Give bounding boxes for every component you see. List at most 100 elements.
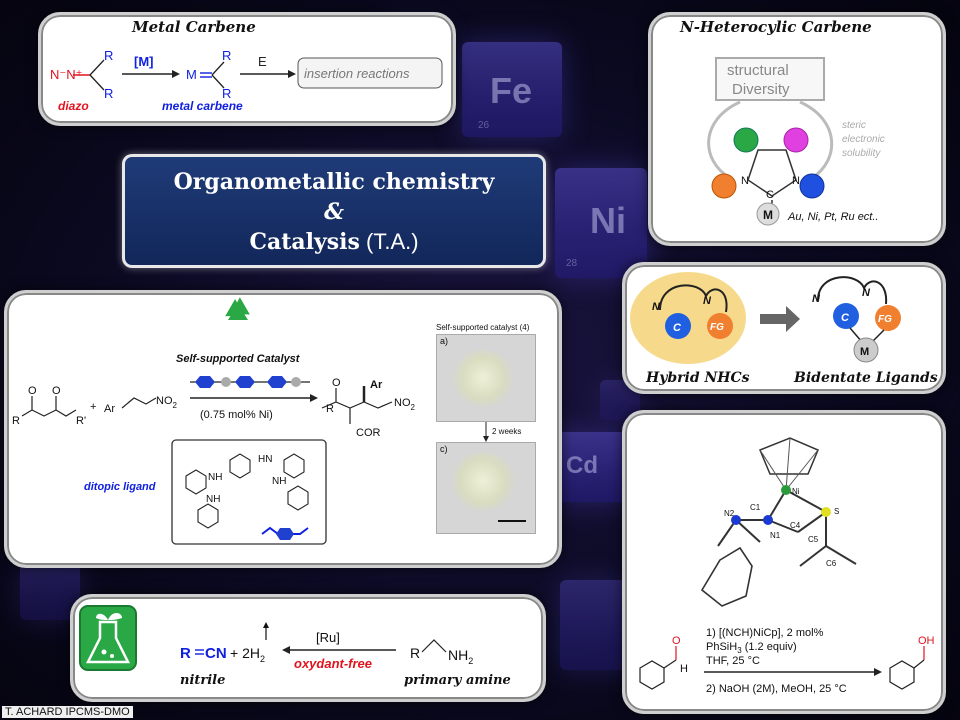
hybrid-n-2: N [703,295,712,307]
reactant-plus: + [90,401,96,413]
product-o: O [332,377,341,389]
diketone-o-2: O [52,385,61,397]
product-no2: NO2 [394,397,416,412]
nhc-steric: steric [842,120,866,131]
structural-line-2: Diversity [732,81,790,98]
nitrile-label: nitrile [180,673,225,688]
title-line-1: Organometallic chemistry [173,169,495,195]
bidentate-c-label: C [841,312,850,324]
aldehyde-h: H [680,663,688,675]
step-1c: THF, 25 °C [706,655,760,667]
bg-tile-deco-2 [560,580,630,670]
substituent-blue [799,173,825,199]
photo-c-powder [450,452,516,510]
atom-n1 [763,515,773,525]
bg-tile-ni [555,168,647,278]
bg-symbol-fe: Fe [490,70,533,111]
aldehyde-o: O [672,635,681,647]
step-1a: 1) [(NCH)NiCp], 2 mol% [706,627,824,639]
atom-n2 [731,515,741,525]
hybrid-fg [707,313,733,339]
photo-a-label: a) [440,336,449,346]
ditopic-label: ditopic ligand [84,481,156,493]
substituent-green [733,127,759,153]
amine-r: R [410,645,420,661]
hybrid-c-label: C [673,322,682,334]
substituent-orange [711,173,737,199]
diketone-o-1: O [28,385,37,397]
metal-carbene-header: Metal Carbene [132,18,256,36]
diketone-r: R [12,415,20,427]
bg-number-ni: 28 [566,258,578,269]
green-flask-icon [79,605,137,671]
photo-title: Self-supported catalyst (4) [436,323,530,332]
step-1b: PhSiH3 (1.2 equiv) [706,641,797,655]
atom-label-c1: C1 [750,503,761,512]
photo-time: 2 weeks [492,427,521,436]
bg-symbol-ni: Ni [590,200,626,241]
atom-s [821,507,831,517]
bg-symbol-cd: Cd [566,452,598,479]
title-suffix: (T.A.) [359,229,419,254]
diazo-r-top: R [104,48,113,63]
nhc-metal [756,202,780,226]
hybrid-label: Hybrid NHCs [645,370,750,386]
insertion-label: insertion reactions [304,66,410,81]
product-r: R [326,403,334,415]
diketone-rprime: R' [76,415,86,427]
product-cor: COR [356,427,381,439]
polymer-ring-1 [195,376,215,388]
nhc-electronic: electronic [842,134,885,145]
nhc-n-right: N [792,175,800,187]
bg-number-fe: 26 [478,120,490,131]
nitrostyrene-no2: NO2 [156,395,178,410]
bidentate-metal [853,337,879,363]
ligand-box [171,439,327,545]
metal-catalyst-label: [M] [134,54,154,69]
bidentate-n-2: N [862,287,871,299]
bidentate-n-1: N [812,293,821,305]
hybrid-carbene-c [665,313,691,339]
bg-tile-cd [556,432,626,502]
substituent-magenta [783,127,809,153]
bg-tile-fe [462,42,562,137]
alcohol-oh: OH [918,635,935,647]
carbene-r-bottom: R [222,86,231,101]
atom-label-s: S [834,507,839,516]
nitrile-cn: CN [205,645,227,662]
atom-label-ni: Ni [792,487,800,496]
diazo-r-bottom: R [104,86,113,101]
bidentate-fg-label: FG [878,314,892,325]
atom-label-c6: C6 [826,559,837,568]
credit: T. ACHARD IPCMS-DMO [2,706,133,718]
nhc-solubility: solubility [842,148,881,159]
product-ar: Ar [370,379,383,391]
ligand-hn: HN [258,454,272,465]
recycle-icon [225,297,250,330]
nhc-c: C [766,189,774,201]
diazo-label: diazo [58,99,89,113]
amine-nh2: NH2 [448,647,473,666]
ligand-nh-2: NH [272,476,286,487]
hybrid-n-1: N [652,301,661,313]
atom-label-c5: C5 [808,535,819,544]
atom-ni [781,485,791,495]
nitrile-h2: + 2H2 [230,645,265,664]
structural-diversity-box [715,57,825,101]
atom-label-c4: C4 [790,521,801,530]
oxidant-free: oxydant-free [294,656,372,671]
nhc-metal-label: M [763,208,773,222]
catalyst-label: Self-supported Catalyst [176,353,301,365]
bidentate-carbene-c [833,303,859,329]
atom-label-n1: N1 [770,531,781,540]
title-line-2: & [324,199,344,225]
diazo-formula: N⁻N⁺ [50,67,83,82]
bidentate-fg [875,305,901,331]
photo-c-label: c) [440,444,448,454]
